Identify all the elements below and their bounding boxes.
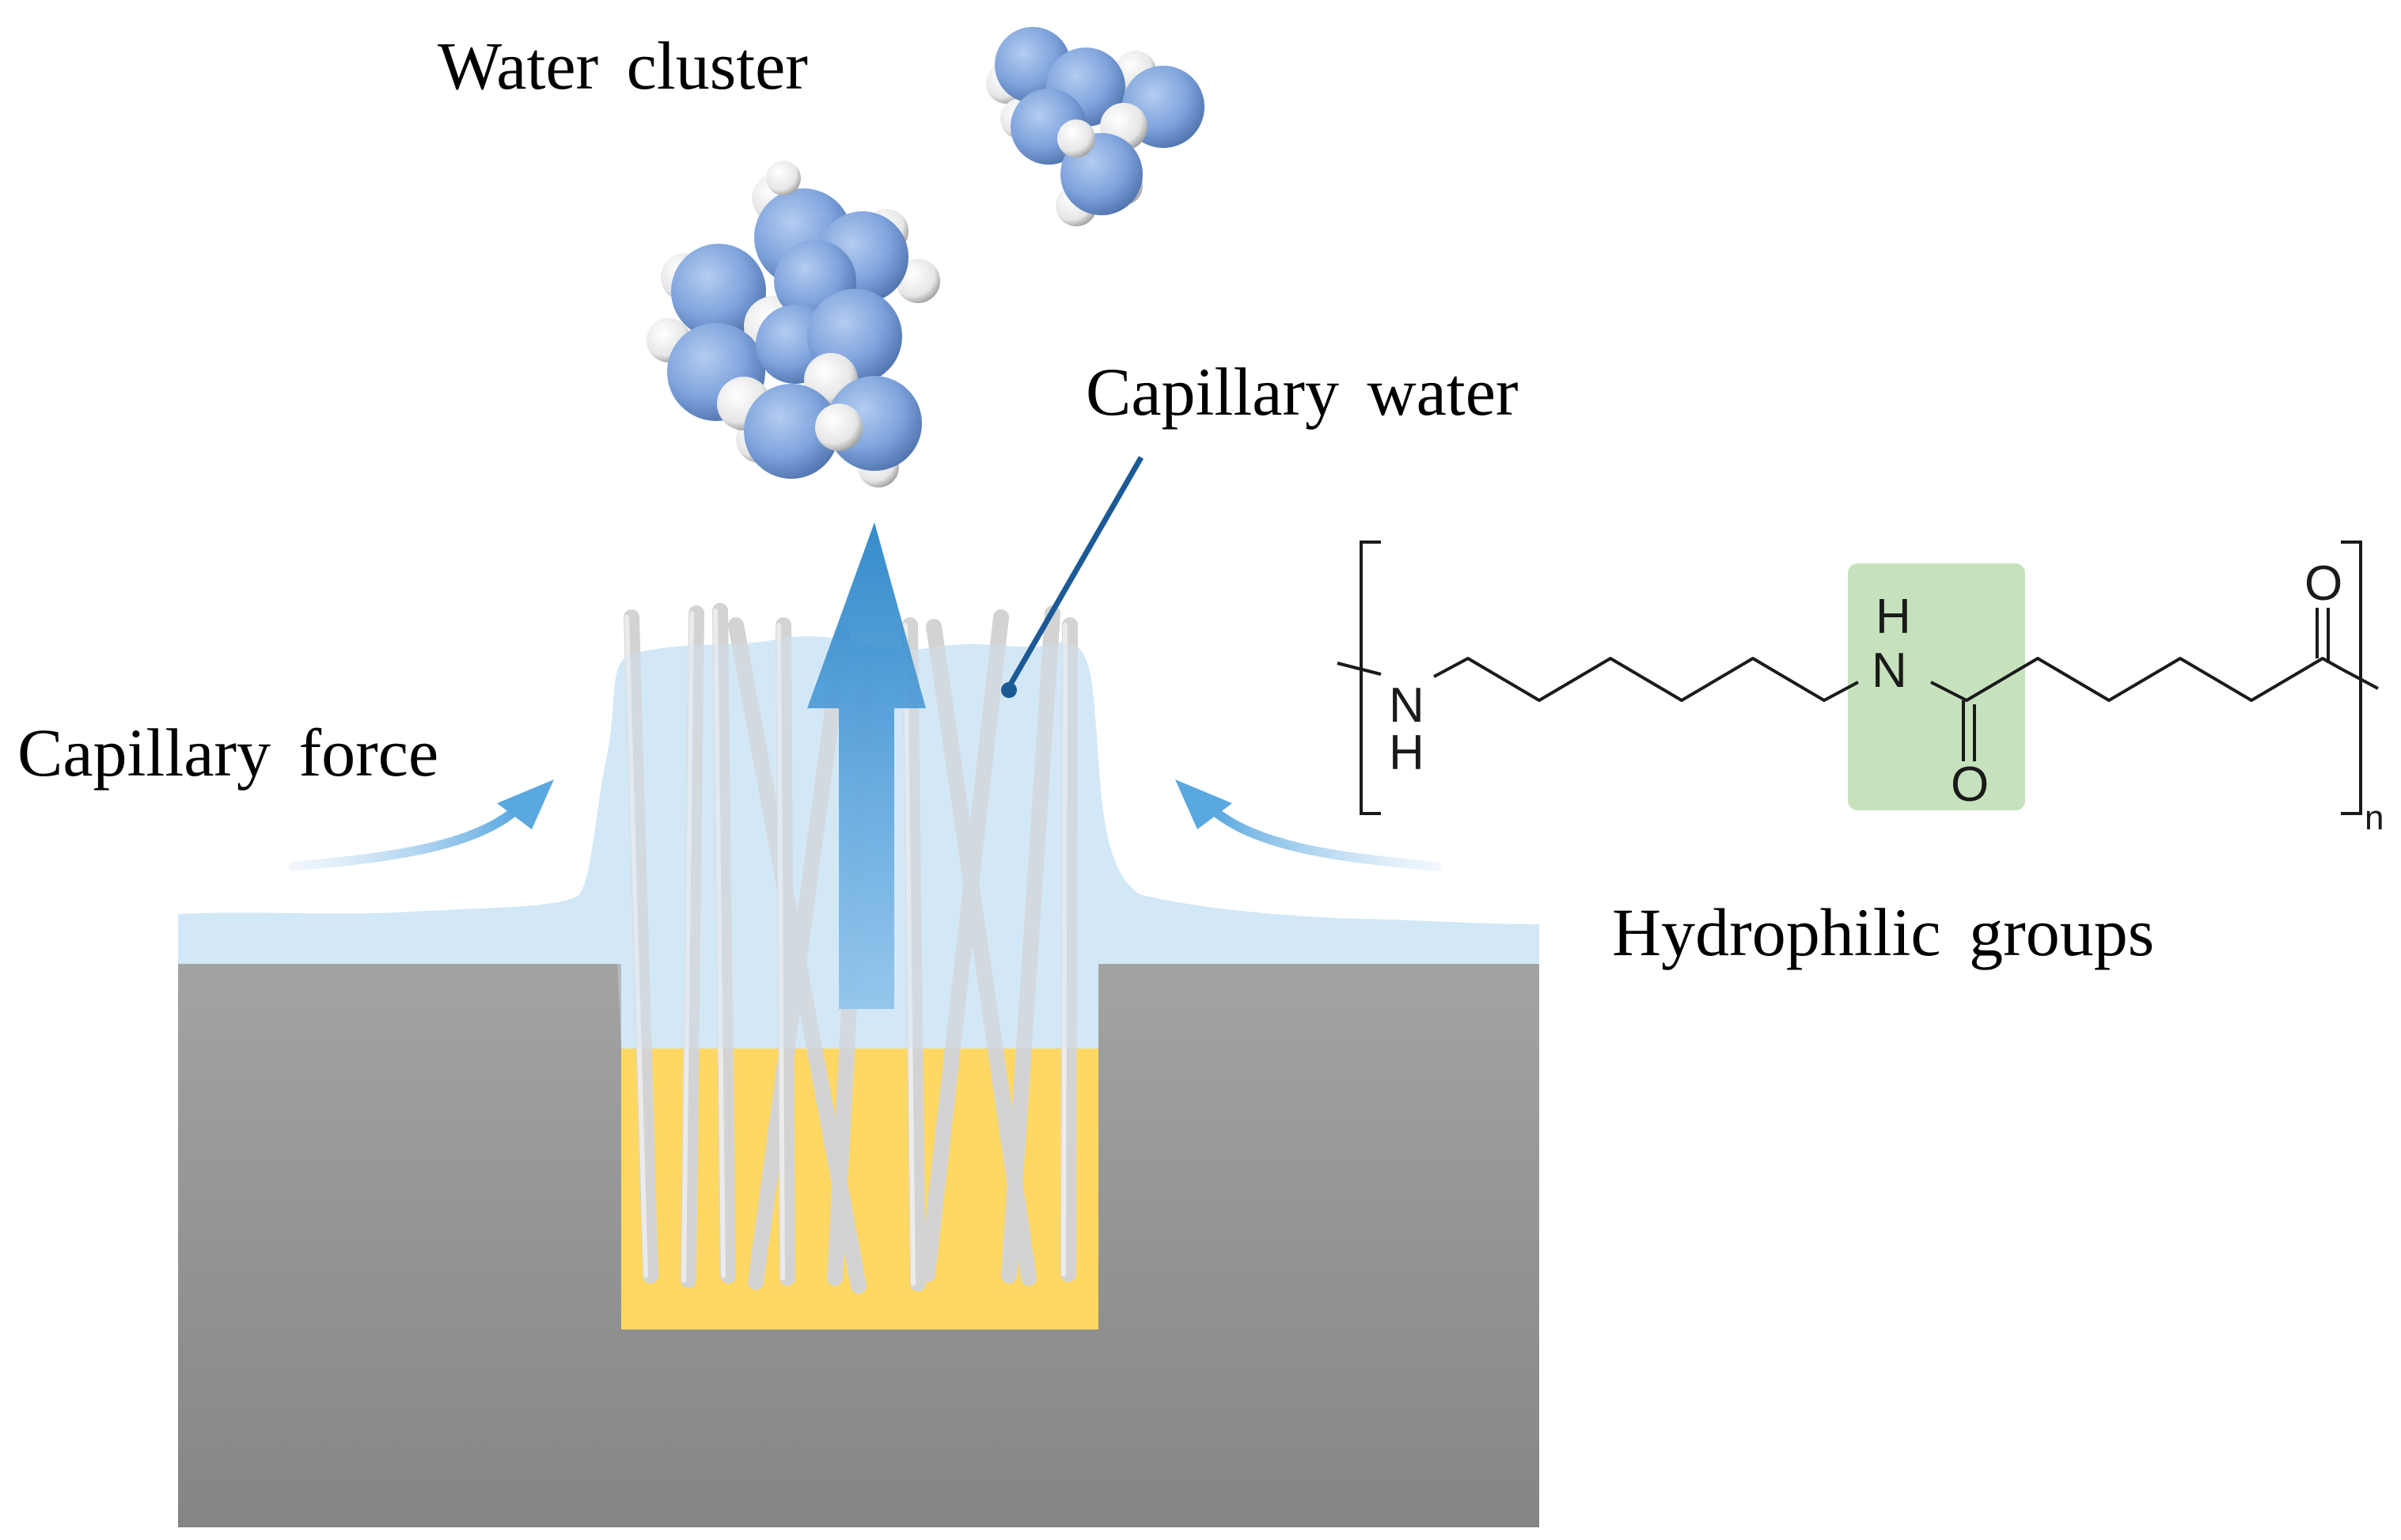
backbone bbox=[1337, 662, 1382, 676]
substrate bbox=[178, 964, 1539, 1527]
bracket-left bbox=[1360, 541, 1381, 815]
fiber bbox=[920, 609, 1009, 1282]
repeat-subscript: n bbox=[2365, 798, 2384, 837]
label-capillary-water: Capillary water bbox=[1086, 354, 1519, 430]
curved-flow-arrow-icon-right bbox=[1175, 779, 1441, 871]
label-water-cluster: Water cluster bbox=[438, 28, 808, 104]
atom-h-mid: H bbox=[1876, 590, 1911, 644]
water-molecule-cluster-icon-small bbox=[986, 27, 1204, 226]
label-hydrophilic-groups: Hydrophilic groups bbox=[1612, 894, 2155, 970]
fiber bbox=[1001, 605, 1060, 1284]
fiber bbox=[902, 617, 926, 1292]
leader-dot bbox=[1001, 682, 1017, 698]
curved-flow-arrow-icon bbox=[288, 779, 554, 871]
label-capillary-force: Capillary force bbox=[17, 715, 439, 791]
backbone bbox=[1930, 657, 2379, 702]
fiber-highlights bbox=[624, 609, 1068, 1286]
atom-n-left: N bbox=[1389, 678, 1424, 733]
fiber bbox=[1060, 617, 1078, 1282]
fiber bbox=[712, 603, 736, 1284]
fiber bbox=[681, 605, 704, 1288]
leader-line bbox=[1006, 456, 1144, 688]
atom-o-mid: O bbox=[1951, 757, 1989, 812]
fiber-bundle bbox=[624, 603, 1078, 1294]
fiber bbox=[748, 625, 851, 1290]
capillary-rise-arrow-icon bbox=[807, 522, 926, 1009]
fiber bbox=[624, 609, 658, 1284]
polyamide-structure: N H H N O O n bbox=[1337, 541, 2384, 837]
fiber bbox=[776, 617, 795, 1286]
atom-n-mid: N bbox=[1872, 643, 1907, 698]
atom-o-right: O bbox=[2304, 556, 2342, 611]
water-molecule-cluster-icon bbox=[647, 161, 940, 487]
atom-h-left: H bbox=[1389, 726, 1424, 780]
backbone bbox=[1433, 657, 1859, 702]
hydrophilic-highlight bbox=[1848, 563, 2025, 810]
